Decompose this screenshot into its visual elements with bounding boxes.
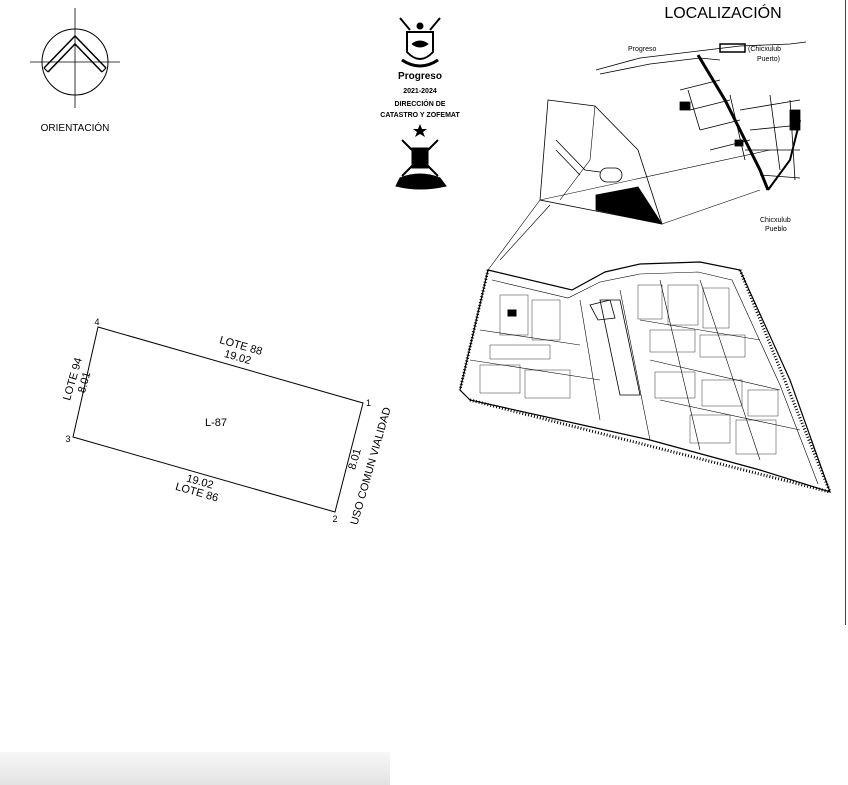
logo-municipality: Progreso (398, 71, 442, 82)
logo-period: 2021-2024 (403, 88, 437, 95)
vertex-3: 3 (65, 434, 70, 444)
lot-id: L-87 (205, 417, 227, 429)
map-label-chicxulub-puerto-1: (Chicxulub (748, 46, 781, 53)
left-length-label: 8.01 (76, 371, 93, 395)
map-label-chicxulub-pueblo-2: Pueblo (765, 226, 787, 233)
right-length-label: 8.01 (346, 447, 363, 471)
subdivision-plan (458, 261, 832, 494)
map-label-chicxulub-puerto-2: Puerto) (757, 56, 780, 63)
map-label-chicxulub-pueblo-1: Chicxulub (760, 217, 791, 224)
logo-department-line2: CATASTRO Y ZOFEMAT (380, 112, 460, 119)
bottom-scroll-bar (0, 752, 390, 785)
north-arrow-icon (30, 8, 120, 108)
orientation-label: ORIENTACIÓN (41, 121, 110, 134)
vertex-4: 4 (94, 317, 99, 327)
right-border-line (845, 0, 846, 625)
vertex-1: 1 (366, 398, 371, 408)
vertex-2: 2 (332, 514, 337, 524)
crest-emblem-icon (395, 124, 447, 190)
logo-department-line1: DIRECCIÓN DE (395, 99, 446, 108)
lot-polygon (72, 326, 364, 513)
location-map (595, 41, 807, 191)
location-title: LOCALIZACIÓN (664, 3, 781, 22)
coat-of-arms-icon (399, 17, 441, 68)
zoom-inset (487, 99, 771, 271)
map-label-progreso: Progreso (628, 46, 657, 53)
